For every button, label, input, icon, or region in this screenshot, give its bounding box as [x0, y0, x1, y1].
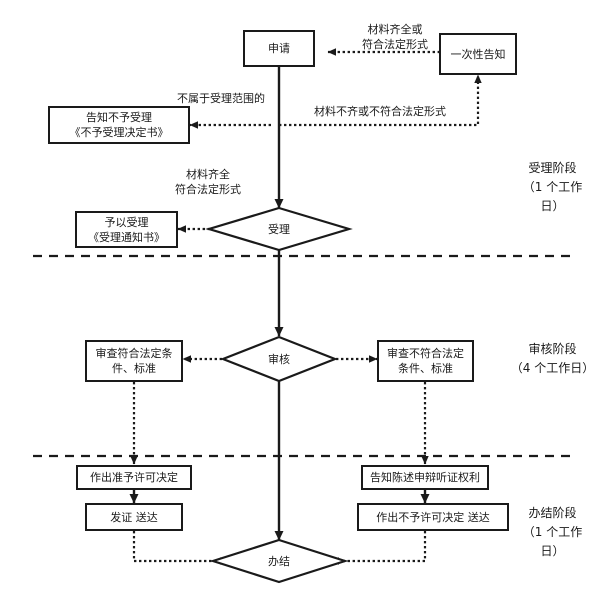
edge-deny-to-complete: [330, 531, 427, 565]
node-apply[interactable]: 申请: [243, 30, 315, 67]
edge-apply-to-notice: [279, 74, 482, 127]
stage-review: 审核阶段 （4 个工作日）: [505, 340, 600, 378]
decision-accept-label: 受理: [268, 223, 290, 236]
node-deny-decision-label: 作出不予许可决定 送达: [376, 510, 490, 524]
node-review-fail-line2: 条件、标准: [398, 362, 453, 375]
node-review-pass-line1: 审查符合法定条: [95, 347, 173, 360]
node-grant-decision-label: 作出准予许可决定: [90, 471, 178, 484]
decision-review-shape: [219, 335, 339, 383]
node-accept-notice[interactable]: 予以受理 《受理通知书》: [75, 211, 178, 248]
stage-accept-line1: 受理阶段: [528, 161, 577, 175]
node-rights-notice[interactable]: 告知陈述申辩听证权利: [361, 465, 489, 490]
edge-label-materials-complete-top-line1: 材料齐全或: [367, 23, 423, 36]
node-grant-decision[interactable]: 作出准予许可决定: [76, 465, 192, 490]
edge-label-out-of-scope-text: 不属于受理范围的: [177, 92, 265, 105]
node-issue-deliver-label: 发证 送达: [110, 510, 158, 524]
node-reject-notice-line2: 《不予受理决定书》: [69, 126, 169, 139]
stage-complete: 办结阶段 （1 个工作 日）: [505, 504, 600, 561]
edge-label-materials-complete-line1: 材料齐全: [186, 168, 230, 181]
decision-complete-shape: [209, 538, 349, 584]
stage-complete-line2: （1 个工作: [522, 525, 583, 539]
node-one-time-notice-label: 一次性告知: [450, 47, 506, 61]
edge-issue-to-complete: [132, 531, 229, 565]
node-review-pass[interactable]: 审查符合法定条 件、标准: [85, 340, 183, 382]
node-review-fail[interactable]: 审查不符合法定 条件、标准: [377, 340, 474, 382]
decision-review-label: 审核: [268, 353, 290, 366]
edge-label-materials-complete-top-line2: 符合法定形式: [362, 38, 428, 51]
edge-label-materials-complete-top: 材料齐全或 符合法定形式: [330, 22, 460, 52]
edge-label-materials-complete: 材料齐全 符合法定形式: [160, 167, 256, 197]
edge-label-materials-incomplete: 材料不齐或不符合法定形式: [298, 104, 462, 119]
node-rights-notice-label: 告知陈述申辩听证权利: [370, 471, 480, 484]
node-accept-notice-line2: 《受理通知书》: [88, 230, 165, 244]
node-accept-notice-line1: 予以受理: [104, 215, 149, 229]
decision-accept-shape: [205, 206, 353, 252]
stage-accept-line2: （1 个工作: [522, 180, 583, 194]
node-issue-deliver[interactable]: 发证 送达: [85, 503, 183, 531]
stage-accept: 受理阶段 （1 个工作 日）: [505, 159, 600, 216]
node-reject-notice[interactable]: 告知不予受理 《不予受理决定书》: [48, 106, 190, 144]
decision-review[interactable]: 审核: [223, 337, 335, 381]
node-review-fail-line1: 审查不符合法定: [387, 347, 464, 360]
edge-label-materials-incomplete-text: 材料不齐或不符合法定形式: [314, 105, 446, 118]
node-deny-decision[interactable]: 作出不予许可决定 送达: [357, 503, 509, 531]
edge-label-out-of-scope: 不属于受理范围的: [166, 91, 276, 106]
stage-accept-line3: 日）: [540, 199, 565, 213]
decision-complete-label: 办结: [268, 555, 290, 568]
node-apply-label: 申请: [268, 42, 290, 55]
stage-complete-line1: 办结阶段: [528, 506, 577, 520]
node-one-time-notice[interactable]: 一次性告知: [439, 33, 517, 75]
decision-complete[interactable]: 办结: [213, 540, 345, 582]
edge-label-materials-complete-line2: 符合法定形式: [175, 183, 241, 196]
decision-accept[interactable]: 受理: [209, 208, 349, 250]
stage-complete-line3: 日）: [540, 544, 565, 558]
stage-review-line2: （4 个工作日）: [510, 361, 595, 375]
node-reject-notice-line1: 告知不予受理: [86, 111, 152, 124]
stage-review-line1: 审核阶段: [528, 342, 577, 356]
node-review-pass-line2: 件、标准: [112, 362, 156, 375]
